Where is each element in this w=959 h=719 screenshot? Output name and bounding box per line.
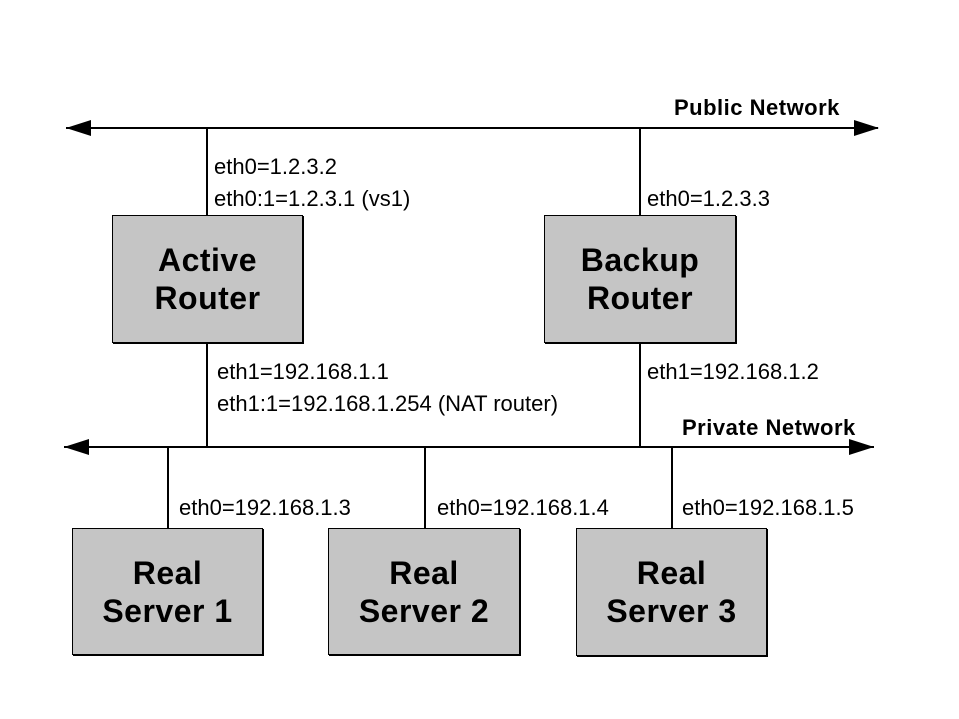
public-network-line [66, 127, 878, 129]
public-network-right-arrow-icon [854, 120, 879, 136]
backup-router-label-line2: Router [586, 280, 694, 316]
active-router-node: Active Router [112, 215, 303, 343]
public-network-label: Public Network [674, 95, 840, 120]
backup-router-public-link-line [639, 128, 641, 215]
active-router-eth0-label: eth0=1.2.3.2 [214, 154, 337, 179]
backup-router-label-line1: Backup [580, 242, 700, 278]
real-server-2-link-line [424, 447, 426, 528]
real-server-1-node: Real Server 1 [72, 528, 263, 655]
private-network-right-arrow-icon [849, 439, 874, 455]
real-server-3-label-line2: Server 3 [606, 593, 737, 629]
active-router-label-line1: Active [157, 242, 258, 278]
active-router-eth1-alias-label: eth1:1=192.168.1.254 (NAT router) [217, 391, 559, 416]
real-server-1-link-line [167, 447, 169, 528]
real-server-3-node: Real Server 3 [576, 528, 767, 656]
real-server-3-eth0-label: eth0=192.168.1.5 [682, 495, 854, 520]
real-server-2-label-line1: Real [389, 554, 459, 591]
active-router-public-link-line [206, 128, 208, 215]
backup-router-eth1-label: eth1=192.168.1.2 [647, 359, 819, 384]
real-server-1-label-line1: Real [132, 554, 203, 591]
backup-router-private-link-line [639, 342, 641, 447]
backup-router-node: Backup Router [544, 215, 736, 343]
backup-router-eth0-label: eth0=1.2.3.3 [647, 186, 770, 211]
real-server-2-node: Real Server 2 [328, 528, 520, 655]
active-router-label-line2: Router [154, 280, 261, 316]
real-server-3-label-line1: Real [636, 555, 707, 591]
real-server-2-eth0-label: eth0=192.168.1.4 [437, 495, 609, 520]
private-network-left-arrow-icon [64, 439, 89, 455]
real-server-1-eth0-label: eth0=192.168.1.3 [179, 495, 351, 520]
active-router-eth1-label: eth1=192.168.1.1 [217, 359, 389, 384]
real-server-1-label-line2: Server 1 [102, 592, 233, 629]
active-router-eth0-alias-label: eth0:1=1.2.3.1 (vs1) [214, 186, 411, 211]
private-network-line [64, 446, 874, 448]
real-server-2-label-line2: Server 2 [358, 592, 490, 629]
active-router-private-link-line [206, 342, 208, 447]
public-network-left-arrow-icon [66, 120, 91, 136]
private-network-label: Private Network [682, 415, 856, 440]
real-server-3-link-line [671, 447, 673, 528]
